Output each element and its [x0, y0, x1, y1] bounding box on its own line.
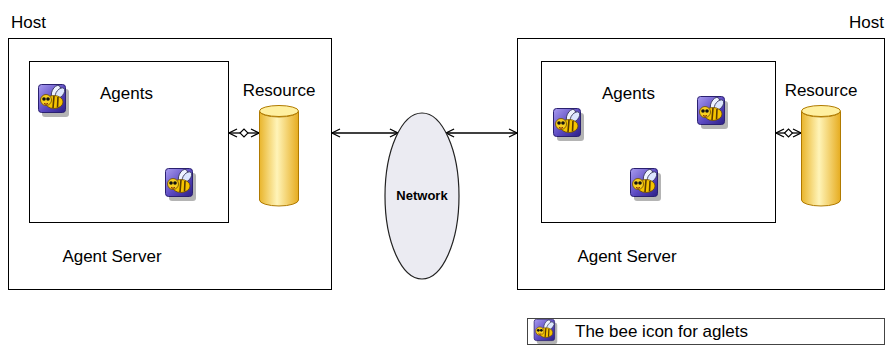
- aglet-icon: [39, 84, 70, 117]
- node-label: Host: [849, 13, 884, 33]
- link-diamond: [785, 129, 793, 137]
- node-label: Agent Server: [62, 247, 161, 267]
- aglet-icon: [554, 108, 585, 141]
- node-label: Resource: [243, 81, 316, 101]
- legend-icon: [534, 319, 557, 344]
- network-ellipse: Network: [384, 112, 460, 280]
- resource-cylinder: Resource: [801, 105, 841, 206]
- host-box: AgentsAgent ServerResourceHost: [8, 38, 332, 290]
- aglet-icon: [698, 96, 729, 129]
- link-diamond: [240, 129, 248, 137]
- node-label: Agent Server: [577, 247, 676, 267]
- aglet-icons: [39, 84, 729, 344]
- cylinder-outline: [259, 105, 299, 206]
- agents-label: Agents: [602, 84, 655, 104]
- connector-group: [776, 129, 801, 137]
- cylinder-top: [260, 106, 299, 117]
- connector: [446, 132, 517, 133]
- host-box: AgentsAgent ServerResourceHost: [517, 38, 885, 290]
- connector-group: [229, 129, 259, 137]
- node-label: Network: [396, 186, 447, 206]
- node-label: Host: [11, 13, 46, 33]
- agents-label: Agents: [100, 84, 153, 104]
- agent-server-box: AgentsAgent Server: [541, 61, 776, 223]
- network-outline: [385, 113, 459, 279]
- node-label: Resource: [785, 81, 858, 101]
- connector: [332, 132, 398, 133]
- legend-label: The bee icon for aglets: [575, 322, 748, 342]
- cylinder-top: [802, 106, 841, 117]
- cylinder-body: [802, 111, 841, 206]
- resource-cylinder: Resource: [259, 105, 299, 206]
- connector-group: [332, 133, 398, 134]
- cylinder-body: [260, 111, 299, 206]
- connector-group: [446, 133, 517, 134]
- aglet-icon: [166, 168, 197, 201]
- agent-server-box: AgentsAgent Server: [29, 61, 229, 223]
- cylinder-outline: [801, 105, 841, 206]
- legend-box: The bee icon for aglets: [527, 318, 885, 345]
- aglet-icon: [631, 168, 662, 201]
